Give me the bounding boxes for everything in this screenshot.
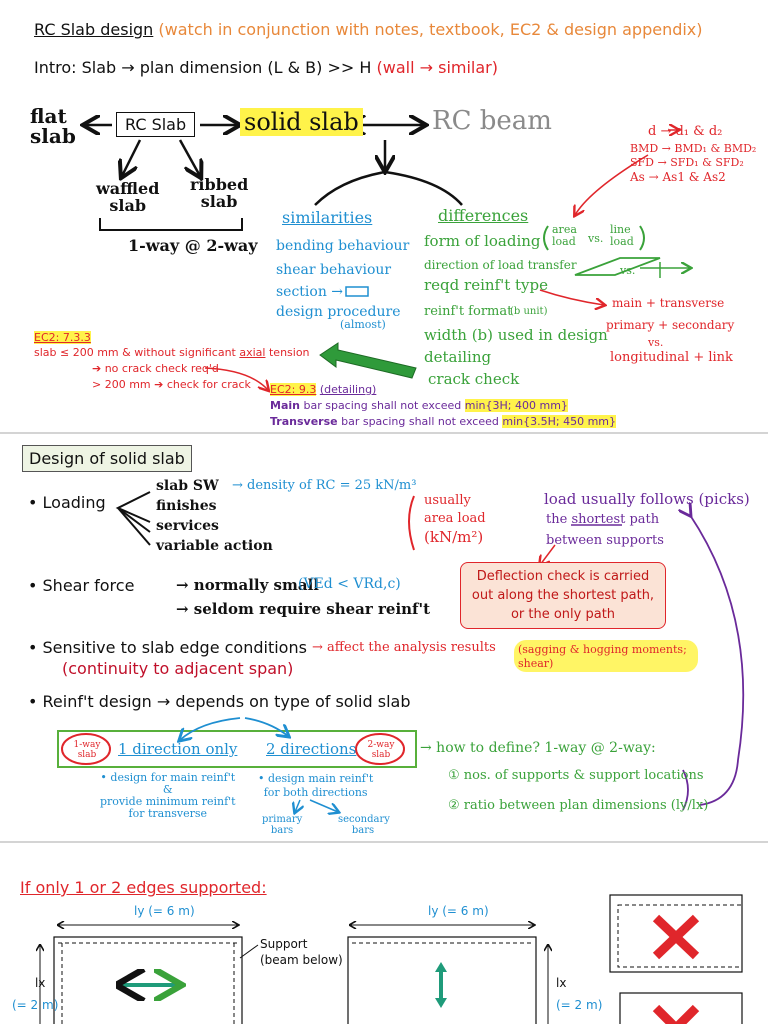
difference-7: crack check [428,370,520,388]
differences-title: differences [438,206,529,225]
load-3: services [156,518,219,534]
difference-2: direction of load transfer [424,258,577,272]
affect-note: → affect the analysis results [312,640,496,655]
vs-note-2: vs. [620,264,636,277]
difference-1: form of loading [424,232,541,250]
define-2: ② ratio between plan dimensions (ly/lx) [448,798,709,813]
define-line: → how to define? 1-way @ 2-way: [420,740,656,756]
bottom-title: If only 1 or 2 edges supported: [20,878,267,897]
secondary-bars: secondary bars [338,814,390,836]
sensitive-label: • Sensitive to slab edge conditions [28,638,307,657]
cross-icon [652,914,700,960]
similarity-4: design procedure [276,304,401,320]
similarity-5: (almost) [340,318,386,331]
loading-label: • Loading [28,493,106,512]
design-title: Design of solid slab [22,445,192,472]
oneway-circle-label: 1-way slab [73,740,101,760]
intro-wall: (wall → similar) [376,58,498,77]
similarity-3: section → [276,284,344,300]
primary-bars: primary bars [262,814,303,836]
load-2: finishes [156,498,217,514]
line-load-note: line load [610,223,634,248]
shear-1b: (VEd < VRd,c) [298,576,401,592]
reinf-label: • Reinf't design → depends on type of so… [28,692,411,711]
bmd-line: BMD → BMD₁ & BMD₂ [630,142,757,155]
vs-note-3: vs. [648,336,664,349]
header-note: (watch in conjunction with notes, textbo… [158,20,703,39]
load-1: slab SW [156,478,219,494]
difference-3: reqd reinf't type [424,276,548,294]
arrow-to-waffled [122,139,142,176]
follows-2: the shortest path [546,512,660,527]
difference-6: detailing [424,348,492,366]
similarities-title: similarities [282,208,373,227]
page-title: RC Slab design [34,20,154,39]
main-trans-note: main + transverse [612,296,725,310]
sfd-line: SFD → SFD₁ & SFD₂ [630,156,744,169]
load-4: variable action [156,538,273,554]
d-line: d → d₁ & d₂ [648,124,723,139]
deflection-callout: Deflection check is carried out along th… [460,562,666,629]
support-label: Support(beam below) [260,937,343,967]
longitudinal-note: longitudinal + link [610,350,733,365]
area-load-note: area load [552,223,577,248]
define-1: ① nos. of supports & support locations [448,768,704,783]
ly-label-1: ly (= 6 m) [134,904,195,918]
one-direction: 1 direction only [118,740,238,758]
ec2-733-block: EC2: 7.3.3 slab ≤ 200 mm & without signi… [34,331,310,391]
rc-slab-box: RC Slab [116,112,196,137]
unit-width-note: (b unit) [510,306,548,317]
follows-3: between supports [546,533,664,548]
ly-label-2: ly (= 6 m) [428,904,489,918]
rc-beam-label: RC beam [432,106,552,136]
twoway-circle-label: 2-way slab [367,740,395,760]
lx-label-1: lx(= 2 m) [12,976,59,1012]
similarity-1: bending behaviour [276,238,410,254]
similarity-2: shear behaviour [276,262,392,278]
density-note: → density of RC = 25 kN/m³ [232,478,417,493]
follows-1: load usually follows (picks) [544,490,750,508]
header: RC Slab design (watch in conjunction wit… [34,20,703,39]
shear-2: → seldom require shear reinf't [176,600,431,618]
intro-text: Intro: Slab → plan dimension (L & B) >> … [34,58,372,77]
difference-4: reinf't format [424,304,513,319]
sensitive-2: (continuity to adjacent span) [62,659,294,678]
solid-slab-label: solid slab [240,108,363,136]
intro-line: Intro: Slab → plan dimension (L & B) >> … [34,58,498,77]
shear-label: • Shear force [28,576,135,595]
oneway-label: 1-way @ 2-way [128,236,258,255]
sagging-note: (sagging & hogging moments; shear) [518,643,687,670]
lx-label-2: lx(= 2 m) [556,976,603,1012]
vs-note: vs. [588,232,604,245]
primary-sec-note: primary + secondary [606,318,735,332]
difference-5: width (b) used in design [424,326,608,344]
one-way-notes: • design for main reinf't&provide minimu… [100,771,236,820]
shear-1: → normally small [176,576,319,594]
ec2-93-block: EC2: 9.3 (detailing) Main bar spacing sh… [270,383,617,428]
as-line: As → As1 & As2 [630,170,726,184]
cross-icon-2 [652,1004,700,1024]
arrow-to-ribbed [178,139,200,176]
two-directions: 2 directions [266,740,357,758]
